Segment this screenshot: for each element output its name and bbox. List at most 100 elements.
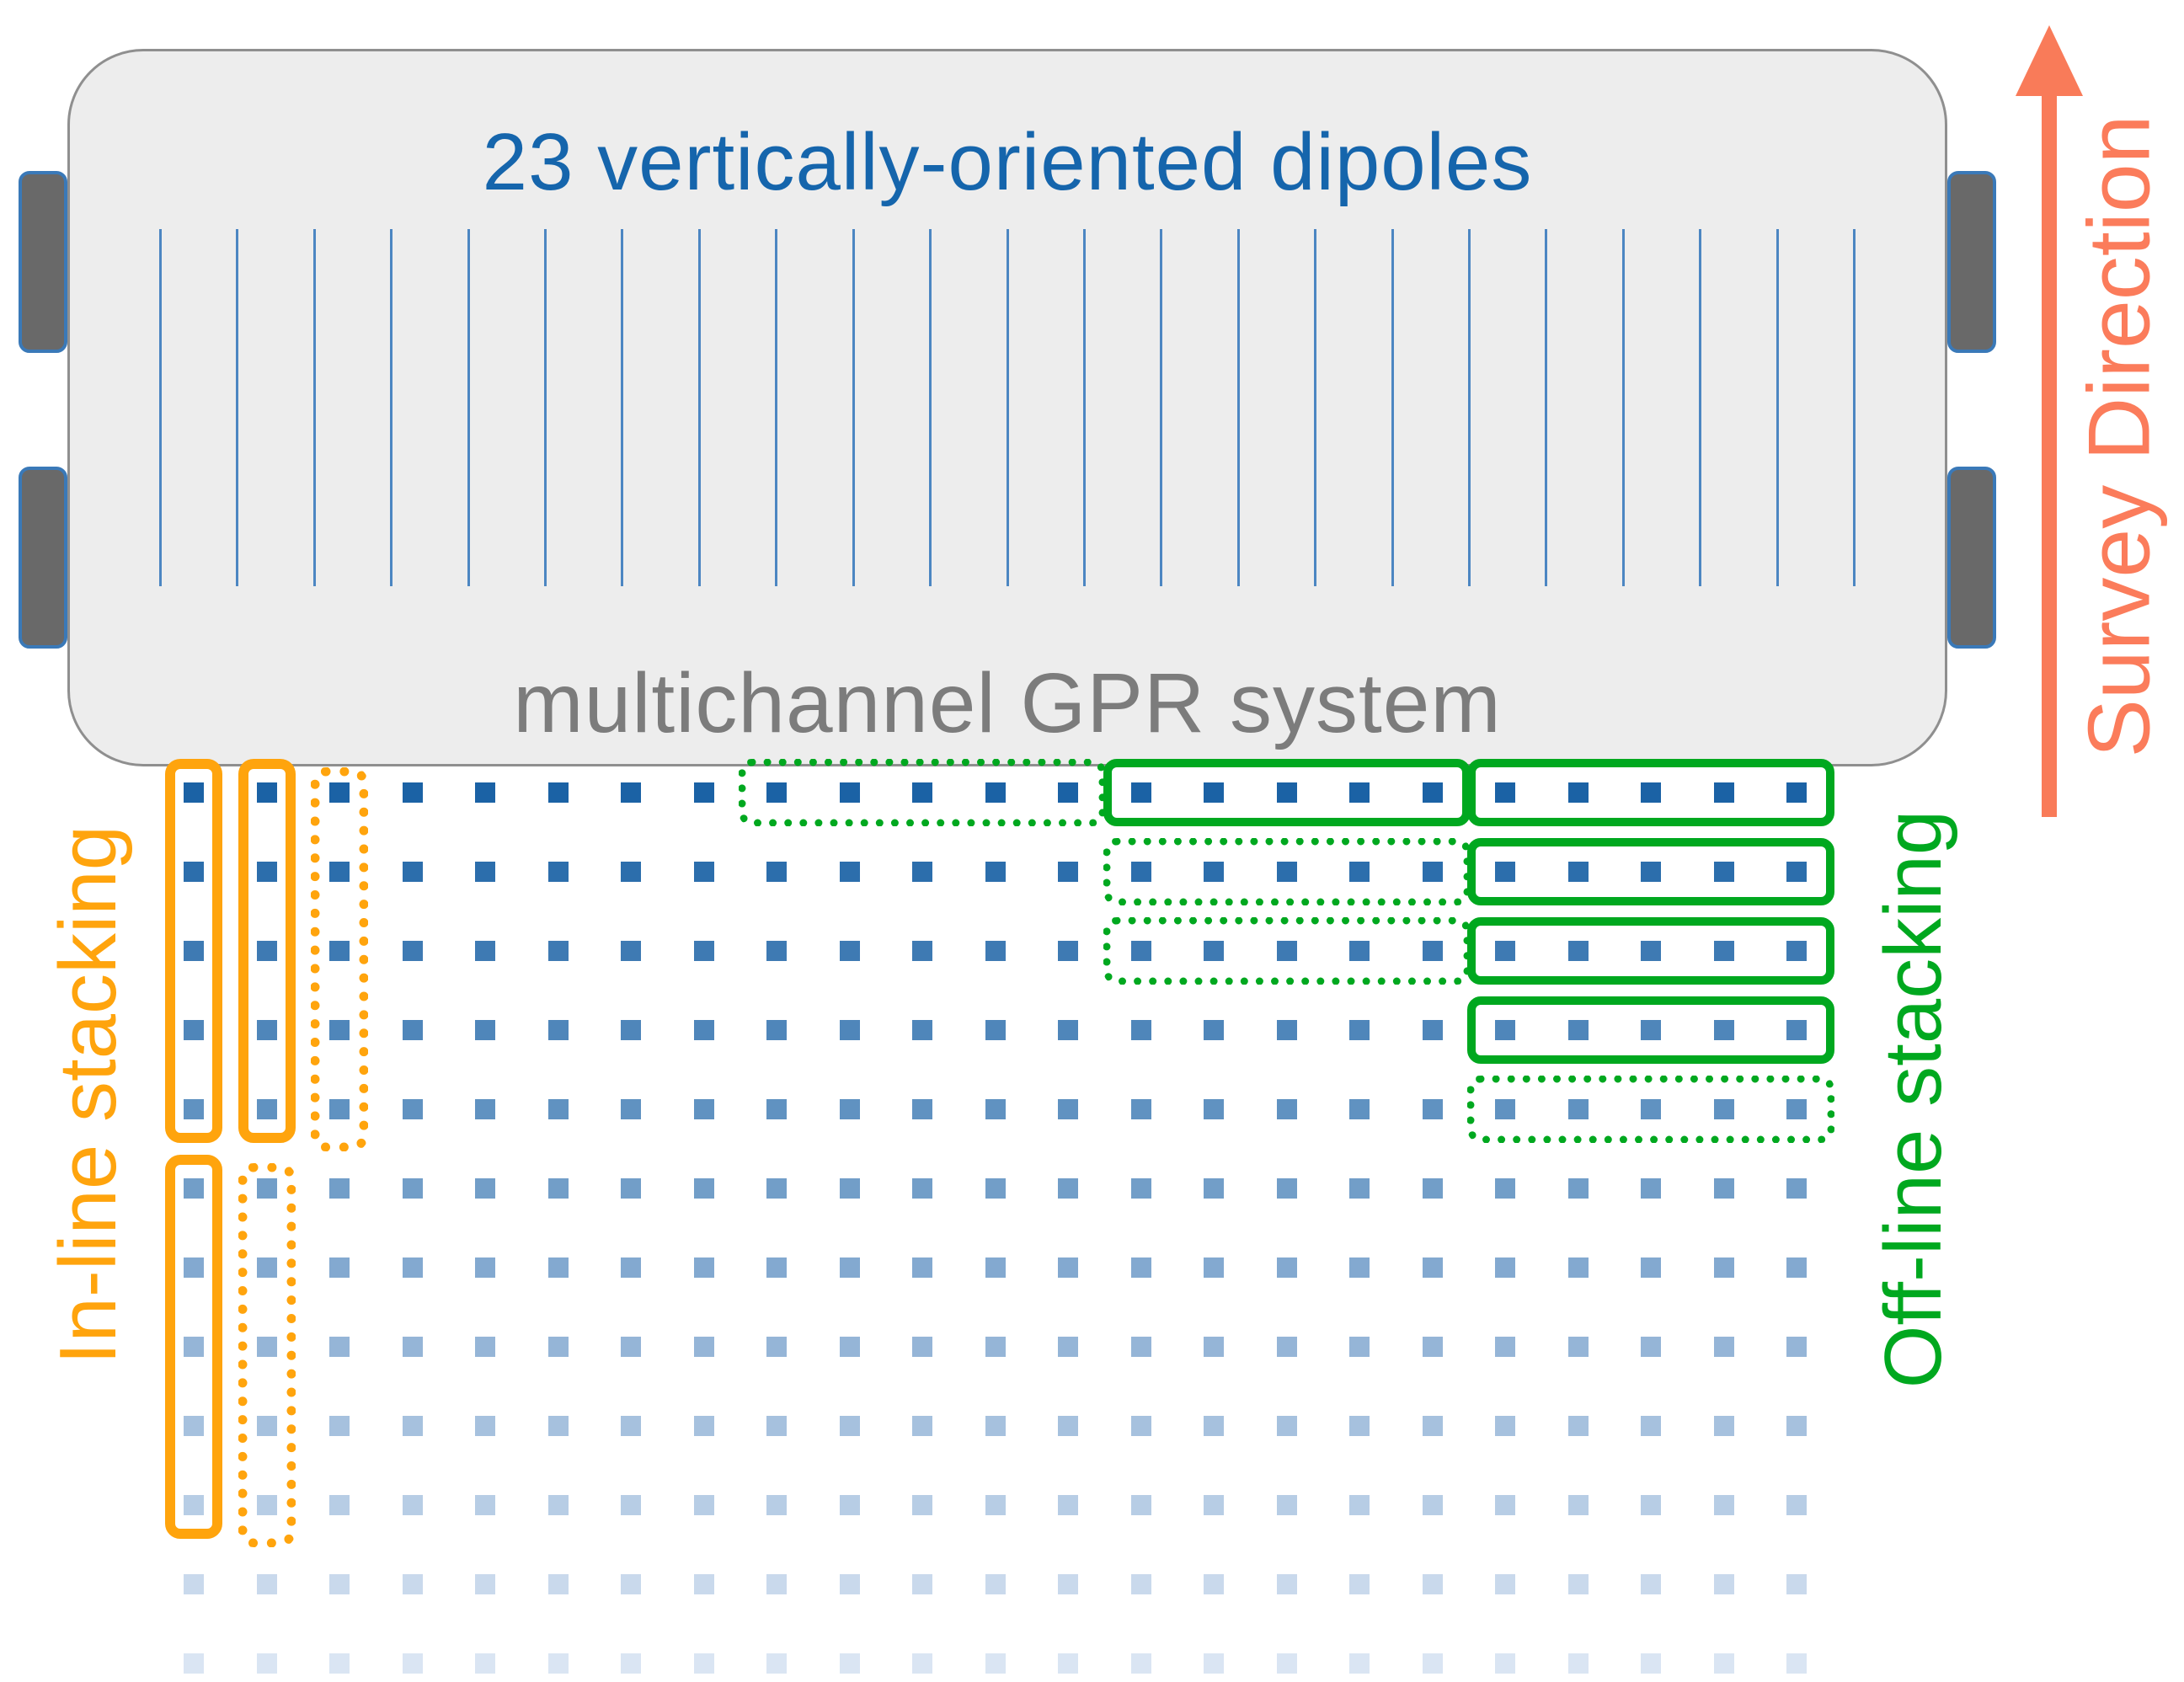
- measurement-dot: [621, 1257, 641, 1278]
- in-line-box: [311, 767, 368, 1151]
- measurement-dot: [839, 1178, 860, 1199]
- measurement-dot: [766, 1653, 787, 1674]
- measurement-dot: [1130, 1257, 1151, 1278]
- measurement-dot: [1641, 1020, 1661, 1040]
- measurement-dot: [1276, 1653, 1297, 1674]
- measurement-dot: [1204, 862, 1224, 882]
- measurement-dot: [256, 1653, 277, 1674]
- measurement-dot: [329, 1337, 350, 1357]
- measurement-dot: [766, 782, 787, 803]
- measurement-dot: [184, 1178, 204, 1199]
- measurement-dot: [1422, 1337, 1443, 1357]
- measurement-dot: [256, 782, 277, 803]
- measurement-dot: [1058, 1178, 1078, 1199]
- measurement-dot: [1641, 1099, 1661, 1119]
- measurement-dot: [985, 1574, 1006, 1594]
- dipole-line: [1006, 229, 1009, 586]
- measurement-dot: [329, 1178, 350, 1199]
- measurement-dot: [839, 862, 860, 882]
- measurement-dot: [1204, 1653, 1224, 1674]
- measurement-dot: [184, 1257, 204, 1278]
- measurement-dot: [1495, 1020, 1515, 1040]
- measurement-dot: [839, 1416, 860, 1436]
- measurement-dot: [184, 941, 204, 961]
- measurement-dot: [547, 1574, 569, 1594]
- measurement-dot: [621, 1653, 641, 1674]
- measurement-dot: [912, 1099, 932, 1119]
- off-line-box: [1103, 759, 1471, 826]
- measurement-dot: [1786, 782, 1807, 803]
- measurement-dot: [912, 1178, 932, 1199]
- off-line-box: [1103, 917, 1471, 985]
- measurement-dot: [475, 1653, 495, 1674]
- dipole-line: [1391, 229, 1394, 586]
- measurement-dot: [1276, 1178, 1297, 1199]
- dipole-line: [159, 229, 162, 586]
- measurement-dot: [1349, 1020, 1370, 1040]
- measurement-dot: [1567, 1257, 1589, 1278]
- dipole-line: [236, 229, 239, 586]
- measurement-dot: [256, 1574, 277, 1594]
- measurement-dot: [1349, 1574, 1370, 1594]
- measurement-dot: [1495, 1574, 1515, 1594]
- measurement-dot: [184, 1020, 204, 1040]
- dipole-line: [697, 229, 701, 586]
- gpr-system-subtitle: multichannel GPR system: [513, 656, 1502, 750]
- measurement-dot: [693, 1337, 714, 1357]
- measurement-dot: [256, 1416, 277, 1436]
- measurement-dot: [1204, 1257, 1224, 1278]
- measurement-dot: [329, 1099, 350, 1119]
- in-line-box: [238, 759, 296, 1143]
- measurement-dot: [184, 1574, 204, 1594]
- measurement-dot: [1495, 862, 1515, 882]
- measurement-dot: [1641, 941, 1661, 961]
- measurement-dot: [1495, 1257, 1515, 1278]
- measurement-dot: [1641, 1337, 1661, 1357]
- off-line-box: [1467, 759, 1834, 826]
- measurement-dot: [1058, 862, 1078, 882]
- off-line-box: [1467, 996, 1834, 1064]
- dipole-count-title: 23 vertically-oriented dipoles: [482, 117, 1533, 207]
- measurement-dot: [1786, 941, 1807, 961]
- measurement-dot: [693, 1099, 714, 1119]
- measurement-dot: [1422, 782, 1443, 803]
- measurement-dot: [256, 1099, 277, 1119]
- measurement-dot: [1567, 1178, 1589, 1199]
- measurement-dot: [839, 1653, 860, 1674]
- measurement-dot: [1204, 1337, 1224, 1357]
- in-line-box: [165, 759, 222, 1143]
- measurement-dot: [1713, 1099, 1734, 1119]
- measurement-dot: [1349, 1495, 1370, 1515]
- measurement-dot: [1276, 862, 1297, 882]
- measurement-dot: [1641, 1178, 1661, 1199]
- measurement-dot: [1058, 1337, 1078, 1357]
- measurement-dot: [693, 862, 714, 882]
- measurement-dot: [1713, 782, 1734, 803]
- measurement-dot: [985, 1257, 1006, 1278]
- measurement-dot: [402, 1020, 423, 1040]
- measurement-dot: [621, 1099, 641, 1119]
- measurement-dot: [985, 1020, 1006, 1040]
- measurement-dot: [402, 941, 423, 961]
- measurement-dot: [329, 862, 350, 882]
- measurement-dot: [547, 1495, 569, 1515]
- off-line-box: [1467, 917, 1834, 985]
- measurement-dot: [1713, 1178, 1734, 1199]
- wheel-left-top: [19, 171, 67, 353]
- measurement-dot: [1495, 1416, 1515, 1436]
- measurement-dot: [912, 1020, 932, 1040]
- measurement-dot: [329, 1257, 350, 1278]
- measurement-dot: [1713, 1653, 1734, 1674]
- measurement-dot: [1786, 1337, 1807, 1357]
- measurement-dot: [1567, 862, 1589, 882]
- measurement-dot: [1567, 782, 1589, 803]
- measurement-dot: [1130, 1337, 1151, 1357]
- measurement-dot: [402, 1416, 423, 1436]
- measurement-dot: [839, 1099, 860, 1119]
- measurement-dot: [1276, 1495, 1297, 1515]
- measurement-dot: [1641, 782, 1661, 803]
- off-line-box: [1103, 838, 1471, 905]
- off-line-box: [1467, 1076, 1834, 1143]
- measurement-dot: [1130, 1495, 1151, 1515]
- measurement-dot: [475, 1416, 495, 1436]
